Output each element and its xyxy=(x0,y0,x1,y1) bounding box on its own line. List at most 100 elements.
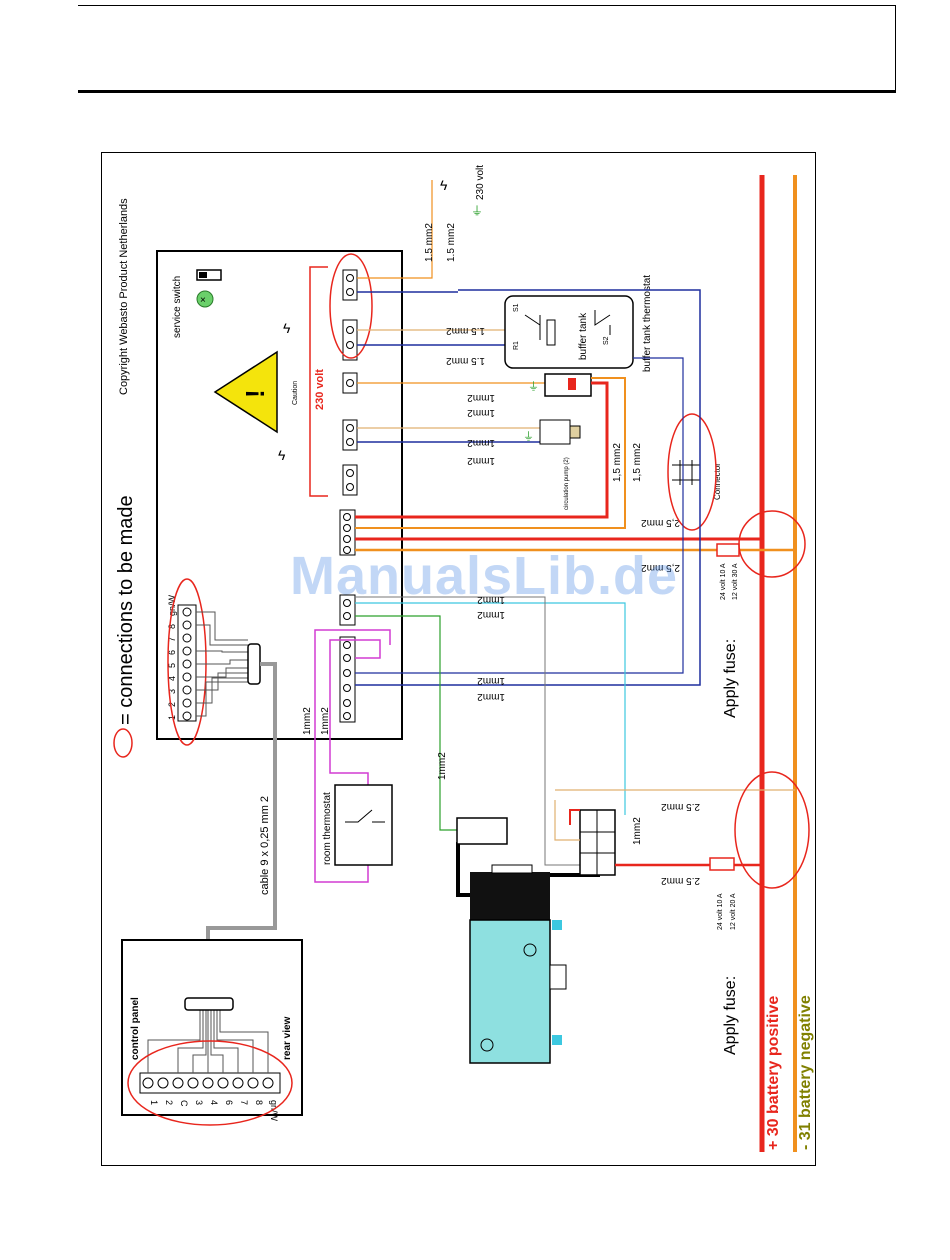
terminal-number: gn/W xyxy=(167,594,177,616)
lightning-icon: ϟ xyxy=(283,320,291,336)
wire-label: 1,5 mm2 xyxy=(612,443,623,482)
legend-ellipse-icon xyxy=(113,728,133,758)
control-panel-label: control panel xyxy=(130,997,141,1060)
valve-element xyxy=(568,378,576,390)
watermark: ManualsLib.de xyxy=(290,546,679,606)
wire-label: 1mm2 xyxy=(632,817,643,845)
terminals-thermostat xyxy=(339,636,356,723)
pump-motor xyxy=(569,425,581,439)
wire-label: 1mm2 xyxy=(467,437,495,448)
panel-screws xyxy=(142,1077,274,1089)
ground-icon: ⏚ xyxy=(523,430,534,443)
volt-230-label: 230 volt xyxy=(314,369,326,410)
control-unit-box xyxy=(156,250,403,740)
heater-outlet xyxy=(549,964,567,990)
fuse-spec: 24 volt 10 A xyxy=(717,893,724,930)
connection-ellipse xyxy=(734,771,810,889)
wire-magenta-2 xyxy=(329,639,381,785)
wire-label: 2,5 mm2 xyxy=(641,517,680,528)
room-thermostat-box xyxy=(334,784,393,866)
connector-label: Connector xyxy=(713,463,722,500)
s2-label: S2 xyxy=(603,336,610,345)
service-led-icon xyxy=(196,290,214,308)
wire-label: 1.5 mm2 xyxy=(446,355,485,366)
lightning-icon: ϟ xyxy=(278,447,286,463)
service-switch-knob xyxy=(199,272,207,278)
s1-label: S1 xyxy=(513,303,520,312)
connection-ellipse xyxy=(127,1040,293,1126)
panel-terminal-label: C xyxy=(179,1100,189,1107)
battery-positive-label: + 30 battery positive xyxy=(765,996,782,1150)
wire-buffer-blue xyxy=(355,289,701,686)
control-panel-terminal-strip xyxy=(139,1072,281,1094)
connection-ellipse xyxy=(167,578,207,746)
cable-fanout xyxy=(196,611,248,717)
terminal-number: 5 xyxy=(167,663,177,668)
panel-plug xyxy=(184,997,234,1011)
wire-label: 1mm2 xyxy=(467,392,495,403)
buffer-tank-label: buffer tank xyxy=(578,312,589,360)
service-switch-icon xyxy=(196,269,222,281)
heater-tab xyxy=(552,1035,562,1045)
circulation-pump-icon xyxy=(539,419,571,445)
terminal-screws xyxy=(343,599,351,620)
terminal-screws xyxy=(343,513,351,554)
service-switch-label: service switch xyxy=(172,276,183,338)
wire-label: 1mm2 xyxy=(467,455,495,466)
panel-terminal-label: 3 xyxy=(194,1100,204,1105)
apply-fuse-label: Apply fuse: xyxy=(722,976,739,1055)
panel-terminal-label: 6 xyxy=(224,1100,234,1105)
relay-switch-icon xyxy=(524,314,541,340)
wire-buffer-blue-2 xyxy=(355,357,684,674)
wire-label: 1mm2 xyxy=(477,609,505,620)
heater-body xyxy=(469,919,551,1064)
warning-triangle-icon xyxy=(213,350,278,434)
connection-ellipse xyxy=(329,253,373,359)
rear-view-label: rear view xyxy=(282,1016,293,1060)
fuse-spec: 12 volt 20 A xyxy=(730,893,737,930)
circulation-pump-label: circulation pump (2) xyxy=(564,457,570,510)
wire-gray xyxy=(355,596,580,866)
heater-port xyxy=(480,1038,494,1052)
lightning-icon: ϟ xyxy=(440,177,448,193)
cable-label: cable 9 x 0,25 mm 2 xyxy=(259,796,271,895)
wire-pos-1 xyxy=(355,381,609,519)
wire-label: 2.5 mm2 xyxy=(661,801,700,812)
warning-mark: ! xyxy=(240,389,270,398)
fuse-spec: 12 volt 30 A xyxy=(732,563,739,600)
wire-label: 1mm2 xyxy=(320,707,331,735)
panel-terminal-label: 8 xyxy=(254,1100,264,1105)
connector-block xyxy=(672,460,700,485)
terminal-number: 6 xyxy=(167,650,177,655)
fuse-icon xyxy=(716,543,740,557)
terminals-power xyxy=(339,509,356,556)
panel-terminal-label: gn/W xyxy=(269,1100,279,1122)
wire-label: 1mm2 xyxy=(302,707,313,735)
header-box xyxy=(78,5,896,91)
thermostat-switch-icon xyxy=(594,310,611,335)
connection-ellipse xyxy=(738,510,806,578)
heater-element-icon xyxy=(546,319,556,346)
terminals-230v xyxy=(342,269,358,496)
battery-negative-label: - 31 battery negative xyxy=(797,995,814,1150)
wire-230-a xyxy=(357,180,433,279)
wire-label: 1mm2 xyxy=(437,752,448,780)
buffer-tank-box xyxy=(504,295,634,369)
heater-top xyxy=(470,872,550,920)
wire-label: 1mm2 xyxy=(477,675,505,686)
service-led-mark: × xyxy=(200,295,206,306)
terminal-number: 1 xyxy=(167,715,177,720)
cable-plug xyxy=(247,643,261,685)
wire-label: 2,5 mm2 xyxy=(641,562,680,573)
terminal-number: 7 xyxy=(167,637,177,642)
volt-230-bracket xyxy=(309,266,328,497)
wire-heater-neg xyxy=(554,789,795,841)
header-rule xyxy=(78,91,896,93)
terminal-number: 4 xyxy=(167,676,177,681)
wire-label: 1.5 mm2 xyxy=(446,223,457,262)
wire-label: 1mm2 xyxy=(467,407,495,418)
heater-cable xyxy=(456,842,470,897)
ground-icon: ⏚ xyxy=(528,380,539,393)
wire-neg-1 xyxy=(355,377,626,529)
caution-label: Caution xyxy=(292,381,299,405)
